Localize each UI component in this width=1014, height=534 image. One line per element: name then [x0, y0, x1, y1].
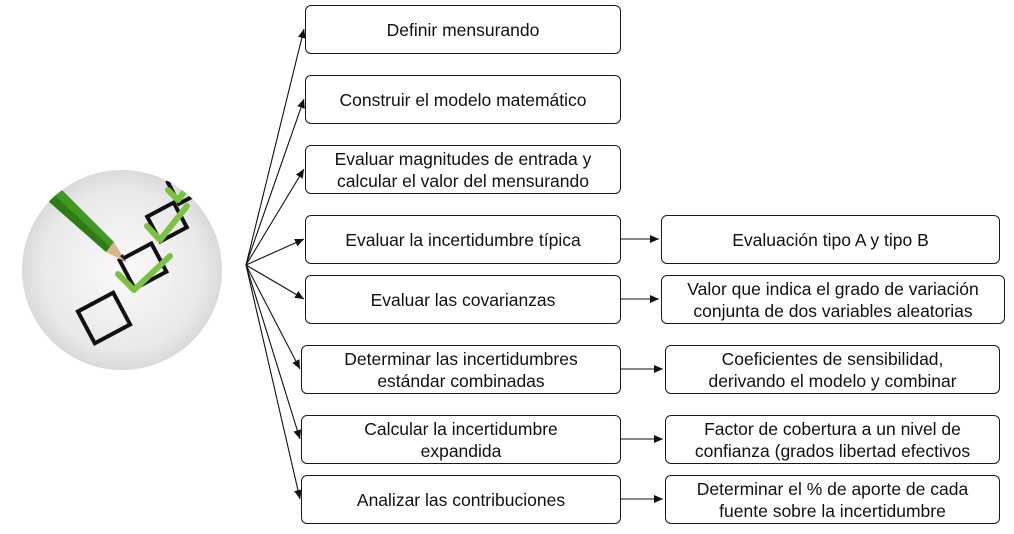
step-text-line: Determinar las incertidumbres — [344, 348, 578, 369]
step-text-line: Evaluar magnitudes de entrada y — [334, 148, 592, 169]
step-text-line: estándar combinadas — [377, 370, 545, 391]
arrow-to-step-8 — [245, 264, 302, 500]
step-text-line: Definir mensurando — [386, 19, 540, 40]
detail-box: Determinar el % de aporte de cada fuente… — [665, 475, 1000, 524]
step-text-line: expandida — [420, 440, 502, 461]
step-box: Evaluar magnitudes de entrada y calcular… — [305, 145, 621, 194]
step-box: Construir el modelo matemático — [305, 75, 621, 124]
detail-text-line: Determinar el % de aporte de cada — [696, 478, 969, 499]
step-box: Evaluar las covarianzas — [305, 275, 621, 324]
detail-text-line: fuente sobre la incertidumbre — [719, 500, 946, 521]
detail-text-line: Coeficientes de sensibilidad, — [721, 348, 944, 369]
arrow-to-step-5 — [245, 264, 305, 300]
arrow-to-step-4 — [245, 238, 305, 266]
step-box: Definir mensurando — [305, 5, 621, 54]
arrow-to-step-1 — [245, 28, 306, 266]
detail-text-line: conjunta de dos variables aleatorias — [693, 300, 973, 321]
step-text-line: Calcular la incertidumbre — [364, 418, 558, 439]
checklist-pencil-image — [22, 170, 222, 370]
detail-text-line: derivando el modelo y combinar — [708, 370, 957, 391]
detail-box: Evaluación tipo A y tipo B — [661, 215, 1000, 264]
step-box: Evaluar la incertidumbre típica — [305, 215, 621, 264]
arrow-to-step-3 — [245, 168, 305, 266]
step-box: Calcular la incertidumbre expandida — [301, 415, 621, 464]
step-box: Determinar las incertidumbres estándar c… — [301, 345, 621, 394]
step-text-line: Evaluar la incertidumbre típica — [345, 229, 581, 250]
arrow-to-step-6 — [245, 264, 301, 370]
step-text-line: Analizar las contribuciones — [356, 489, 566, 510]
step-text-line: Construir el modelo matemático — [339, 89, 587, 110]
detail-text-line: Evaluación tipo A y tipo B — [732, 229, 929, 250]
arrow-to-step-2 — [245, 98, 305, 266]
detail-box: Factor de cobertura a un nivel de confia… — [665, 415, 1000, 464]
detail-box: Coeficientes de sensibilidad, derivando … — [665, 345, 1000, 394]
step-box: Analizar las contribuciones — [301, 475, 621, 524]
detail-text-line: confianza (grados libertad efectivos — [694, 440, 971, 461]
arrow-to-step-7 — [245, 264, 302, 440]
detail-text-line: Valor que indica el grado de variación — [687, 278, 979, 299]
detail-box: Valor que indica el grado de variación c… — [661, 275, 1005, 324]
step-text-line: Evaluar las covarianzas — [370, 289, 556, 310]
step-text-line: calcular el valor del mensurando — [337, 170, 589, 191]
detail-text-line: Factor de cobertura a un nivel de — [704, 418, 961, 439]
